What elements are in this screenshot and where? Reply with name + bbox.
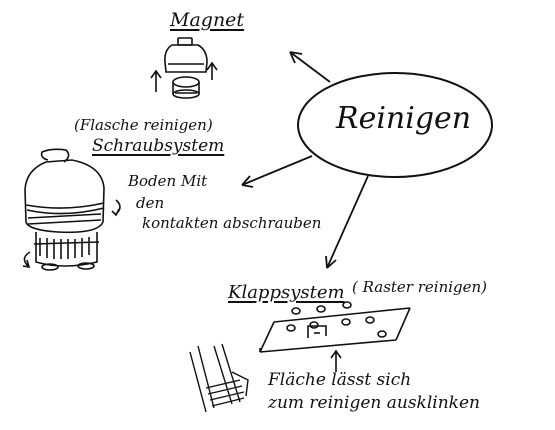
hand-brush-icon bbox=[190, 344, 248, 412]
klappsystem-desc-line-1: Fläche lässt sich bbox=[268, 370, 412, 390]
arrow-to-magnet bbox=[290, 52, 330, 82]
schraubsystem-desc-line-2: den bbox=[136, 194, 165, 212]
arrow-to-schraubsystem bbox=[242, 156, 312, 187]
magnet-title: Magnet bbox=[170, 9, 245, 31]
arrow-to-klappsystem bbox=[326, 176, 368, 268]
klappsystem-note: ( Raster reinigen) bbox=[352, 278, 488, 296]
schraubsystem-note: (Flasche reinigen) bbox=[74, 116, 213, 134]
klappsystem-desc-line-2: zum reinigen ausklinken bbox=[268, 393, 480, 413]
flap-tray-icon bbox=[260, 302, 410, 372]
schraubsystem-desc-line-1: Boden Mit bbox=[128, 172, 208, 190]
center-label: Reinigen bbox=[336, 101, 472, 136]
schraubsystem-title: Schraubsystem bbox=[92, 136, 225, 156]
schraubsystem-desc-line-3: kontakten abschrauben bbox=[142, 214, 322, 232]
center-oval bbox=[298, 73, 492, 177]
screw-bottle-icon bbox=[23, 149, 120, 270]
klappsystem-title: Klappsystem bbox=[228, 282, 345, 303]
magnet-bottle-icon bbox=[151, 38, 217, 98]
